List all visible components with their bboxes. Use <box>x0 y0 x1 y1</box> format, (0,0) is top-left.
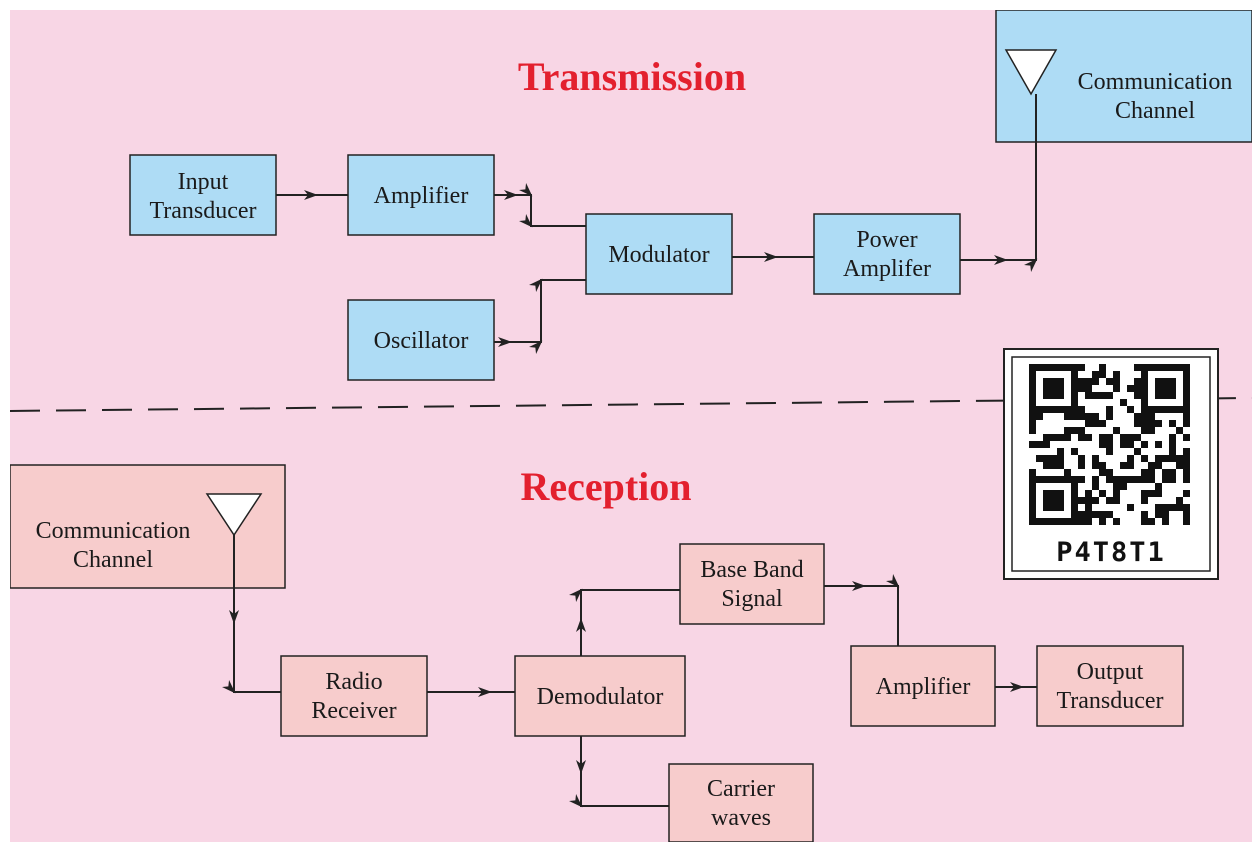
radio-receiver-block: Radio Receiver <box>280 655 428 737</box>
base-band-signal-label-line1: Base Band <box>700 557 803 583</box>
tx-channel-label-line2: Channel <box>1115 98 1195 124</box>
qr-code: P4T8T1 <box>1003 348 1219 580</box>
wire-oscillator-to-modulator <box>494 278 586 355</box>
tx-amplifier-label: Amplifier <box>374 183 469 209</box>
wire-amplifier-to-modulator <box>494 182 586 228</box>
wire-demodulator-to-base-band <box>568 588 680 656</box>
radio-receiver-label-line1: Radio <box>325 669 382 695</box>
oscillator-label: Oscillator <box>374 328 469 354</box>
rx-antenna-icon <box>205 493 263 537</box>
base-band-signal-label-line2: Signal <box>721 586 783 612</box>
communication-system-diagram: Transmission Input Transducer Amplifier … <box>10 10 1252 842</box>
rx-channel-label-line1: Communication <box>36 518 191 544</box>
demodulator-block: Demodulator <box>514 655 686 737</box>
modulator-label: Modulator <box>608 242 709 268</box>
modulator-block: Modulator <box>585 213 733 295</box>
wire-antenna-to-radio-receiver <box>221 535 281 694</box>
transmission-heading: Transmission <box>518 54 746 99</box>
demodulator-label: Demodulator <box>537 684 664 710</box>
carrier-waves-label-line2: waves <box>711 805 771 831</box>
tx-channel-block: Communication Channel <box>995 10 1252 143</box>
oscillator-block: Oscillator <box>347 299 495 381</box>
power-amplifier-block: Power Amplifer <box>813 213 961 295</box>
input-transducer-block: Input Transducer <box>129 154 277 236</box>
power-amplifier-label-line2: Amplifer <box>843 256 931 282</box>
tx-amplifier-block: Amplifier <box>347 154 495 236</box>
radio-receiver-label-line2: Receiver <box>311 698 396 724</box>
output-transducer-label-line1: Output <box>1077 659 1144 685</box>
input-transducer-label-line1: Input <box>178 169 229 195</box>
wire-demodulator-to-carrier-waves <box>568 736 669 808</box>
rx-amplifier-label: Amplifier <box>876 674 971 700</box>
tx-channel-label-line1: Communication <box>1078 69 1233 95</box>
output-transducer-block: Output Transducer <box>1036 645 1184 727</box>
rx-amplifier-block: Amplifier <box>850 645 996 727</box>
wire-base-band-to-amplifier <box>824 573 900 646</box>
qr-code-text: P4T8T1 <box>1056 537 1166 568</box>
rx-channel-label-line2: Channel <box>73 547 153 573</box>
carrier-waves-label-line1: Carrier <box>707 776 775 802</box>
output-transducer-label-line2: Transducer <box>1056 688 1163 714</box>
wire-power-amplifier-to-antenna <box>960 94 1038 273</box>
tx-antenna-icon <box>1004 49 1058 96</box>
power-amplifier-label-line1: Power <box>856 227 917 253</box>
rx-channel-block: Communication Channel <box>10 464 286 589</box>
qr-matrix <box>1029 364 1190 525</box>
base-band-signal-block: Base Band Signal <box>679 543 825 625</box>
reception-heading: Reception <box>520 464 691 509</box>
carrier-waves-block: Carrier waves <box>668 763 814 842</box>
input-transducer-label-line2: Transducer <box>149 198 256 224</box>
